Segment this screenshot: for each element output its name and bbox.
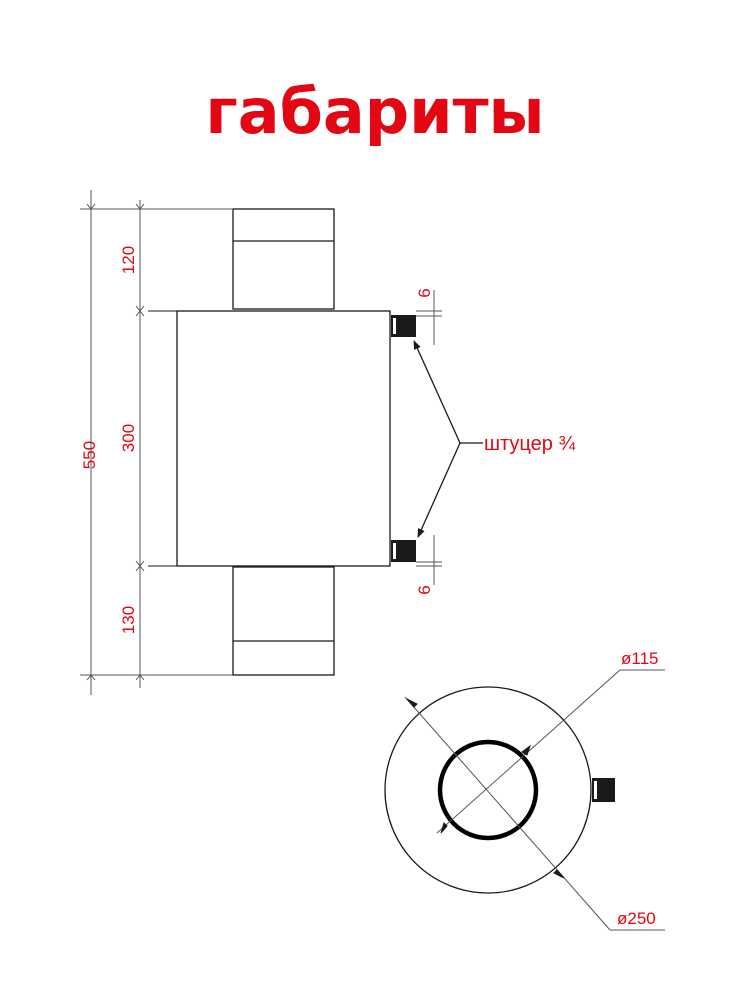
fitting-callout-leaders <box>413 340 483 538</box>
top-view <box>384 686 615 894</box>
page-title: габариты <box>205 75 545 148</box>
outer-circle <box>384 686 592 894</box>
label-fitting-offset-bottom: 6 <box>415 585 434 594</box>
label-outer-diameter: ø250 <box>617 909 656 928</box>
top-pipe <box>232 208 335 310</box>
fittings <box>391 315 416 562</box>
label-fitting-callout: штуцер ¾ <box>484 433 575 455</box>
fitting-top <box>391 315 416 337</box>
side-view <box>148 208 391 676</box>
inner-pipe-circle <box>437 739 539 841</box>
vertical-dimensions <box>80 190 233 695</box>
dimension-labels: 550 120 300 130 6 6 штуцер ¾ ø115 ø250 <box>80 246 659 928</box>
bottom-pipe <box>232 566 335 676</box>
tank-body <box>176 310 391 567</box>
label-fitting-offset-top: 6 <box>415 288 434 297</box>
label-top-pipe-height: 120 <box>119 246 138 274</box>
diameter-arrows <box>406 698 565 879</box>
fitting-bottom <box>391 540 416 562</box>
label-bottom-pipe-height: 130 <box>119 606 138 634</box>
label-inner-diameter: ø115 <box>621 649 659 668</box>
label-body-height: 300 <box>119 424 138 452</box>
fitting-offset-dims <box>416 290 442 585</box>
fitting-side <box>592 778 615 802</box>
label-overall-height: 550 <box>80 441 99 469</box>
